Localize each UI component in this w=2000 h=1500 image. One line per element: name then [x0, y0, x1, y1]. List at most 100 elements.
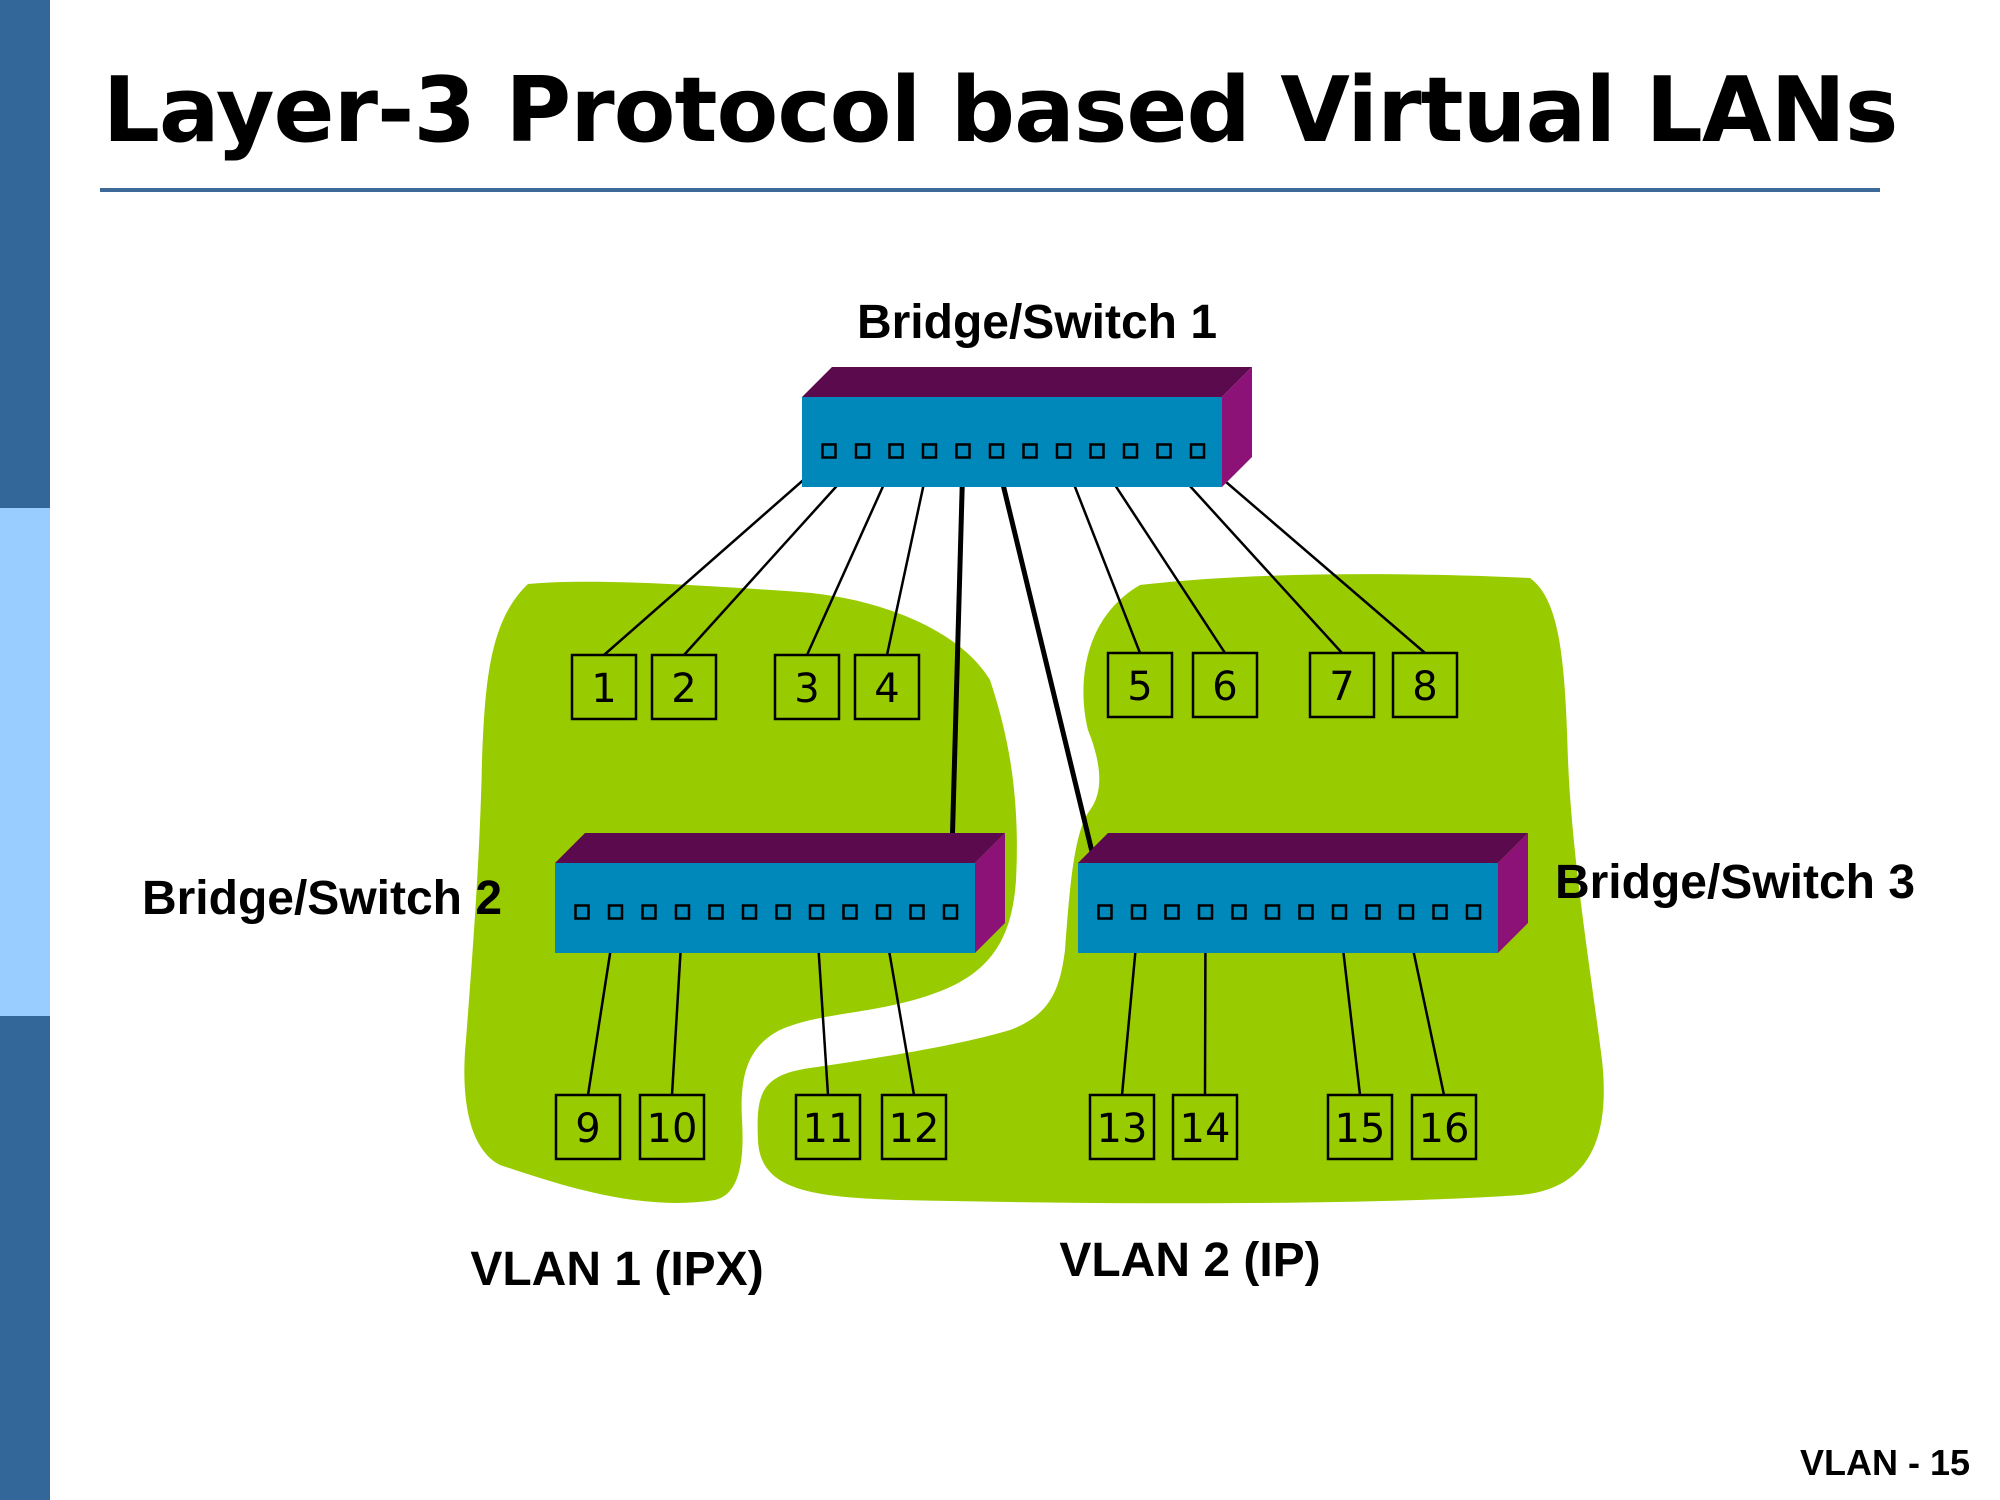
station-5: 5: [1106, 651, 1174, 719]
switch-port-icon: [1365, 904, 1381, 920]
vlan-2-label: VLAN 2 (IP): [1059, 1234, 1320, 1287]
station-link: [1062, 457, 1142, 654]
switch-port-icon: [842, 904, 858, 920]
switch-front-face: [555, 863, 975, 953]
station-9: 9: [554, 1093, 622, 1161]
station-number: 14: [1180, 1106, 1231, 1152]
station-number: 9: [575, 1106, 600, 1152]
slide-footer: VLAN - 15: [1799, 1442, 1970, 1483]
station-number: 1: [591, 666, 616, 712]
title-underline: [100, 188, 1880, 192]
switch-port-icon: [674, 904, 691, 920]
station-13: 13: [1088, 1093, 1156, 1161]
station-6: 6: [1191, 651, 1259, 719]
station-number: 3: [794, 666, 819, 712]
station-box: [880, 1093, 948, 1161]
station-number: 8: [1412, 664, 1437, 710]
station-14: 14: [1171, 1093, 1239, 1161]
switch-port-icon: [1164, 904, 1180, 920]
links-layer: [586, 456, 1446, 1096]
switch-3: [1078, 833, 1528, 953]
switch-2: [555, 833, 1005, 953]
switch-port-icon: [854, 443, 871, 459]
station-box: [1308, 651, 1376, 719]
station-8: 8: [1391, 651, 1459, 719]
station-box: [1088, 1093, 1156, 1161]
station-7: 7: [1308, 651, 1376, 719]
switch-port-icon: [1331, 904, 1348, 920]
station-number: 11: [803, 1106, 854, 1152]
switch-port-icon: [988, 443, 1005, 459]
sidebar-band-middle: [0, 508, 50, 1016]
switch-port-icon: [1197, 904, 1214, 920]
switch-1-label: Bridge/Switch 1: [857, 296, 1217, 349]
sidebar-band-top: [0, 0, 50, 508]
station-2: 2: [650, 653, 718, 721]
station-link: [1095, 456, 1227, 654]
switch-port-icon: [607, 904, 624, 920]
station-box: [1191, 651, 1259, 719]
station-number: 5: [1127, 664, 1152, 710]
switch-front-face: [802, 397, 1222, 487]
switch-port-icon: [1089, 443, 1105, 459]
switch-side-face: [1498, 833, 1528, 953]
station-number: 10: [647, 1106, 698, 1152]
slide-sidebar: [0, 0, 50, 1500]
vlan-1-label: VLAN 1 (IPX): [470, 1243, 763, 1296]
switch-port-icon: [1231, 904, 1247, 920]
station-box: [1106, 651, 1174, 719]
station-box: [1410, 1093, 1478, 1161]
switch-port-icon: [1130, 904, 1147, 920]
switch-port-icon: [1022, 443, 1038, 459]
switch-port-icon: [875, 904, 892, 920]
switch-1: [802, 367, 1252, 487]
switches-layer: [555, 367, 1528, 953]
switch-port-icon: [775, 904, 791, 920]
station-number: 13: [1097, 1106, 1148, 1152]
switch-port-icon: [641, 904, 657, 920]
switch-port-icon: [821, 443, 837, 459]
station-12: 12: [880, 1093, 948, 1161]
trunk-link: [948, 457, 966, 906]
station-box: [794, 1093, 862, 1161]
switch-2-label: Bridge/Switch 2: [142, 872, 502, 925]
switch-port-icon: [808, 904, 825, 920]
switch-port-icon: [942, 904, 959, 920]
switch-side-face: [1222, 367, 1252, 487]
switch-3-label: Bridge/Switch 3: [1555, 856, 1915, 909]
station-10: 10: [638, 1093, 706, 1161]
station-link: [1163, 456, 1343, 654]
station-box: [773, 653, 841, 721]
station-box: [650, 653, 718, 721]
switch-port-icon: [741, 904, 758, 920]
switch-port-icon: [1055, 443, 1072, 459]
station-number: 2: [671, 666, 696, 712]
slide-title: Layer-3 Protocol based Virtual LANs: [102, 58, 1899, 163]
station-box: [853, 653, 921, 721]
station-number: 16: [1419, 1106, 1470, 1152]
station-1: 1: [570, 653, 638, 721]
switch-port-icon: [1432, 904, 1448, 920]
switch-port-icon: [1398, 904, 1415, 920]
station-link: [683, 456, 864, 656]
switch-top-face: [802, 367, 1252, 397]
station-box: [570, 653, 638, 721]
station-box: [554, 1093, 622, 1161]
switch-port-icon: [574, 904, 590, 920]
station-number: 12: [889, 1106, 940, 1152]
switch-side-face: [975, 833, 1005, 953]
sidebar-band-bottom: [0, 1016, 50, 1500]
station-box: [1326, 1093, 1394, 1161]
station-15: 15: [1326, 1093, 1394, 1161]
switch-top-face: [555, 833, 1005, 863]
station-box: [638, 1093, 706, 1161]
switch-port-icon: [1097, 904, 1113, 920]
switch-port-icon: [1122, 443, 1139, 459]
station-number: 7: [1329, 664, 1354, 710]
switch-port-icon: [909, 904, 925, 920]
switch-port-icon: [1298, 904, 1314, 920]
switch-port-icon: [1264, 904, 1281, 920]
switch-port-icon: [1465, 904, 1482, 920]
